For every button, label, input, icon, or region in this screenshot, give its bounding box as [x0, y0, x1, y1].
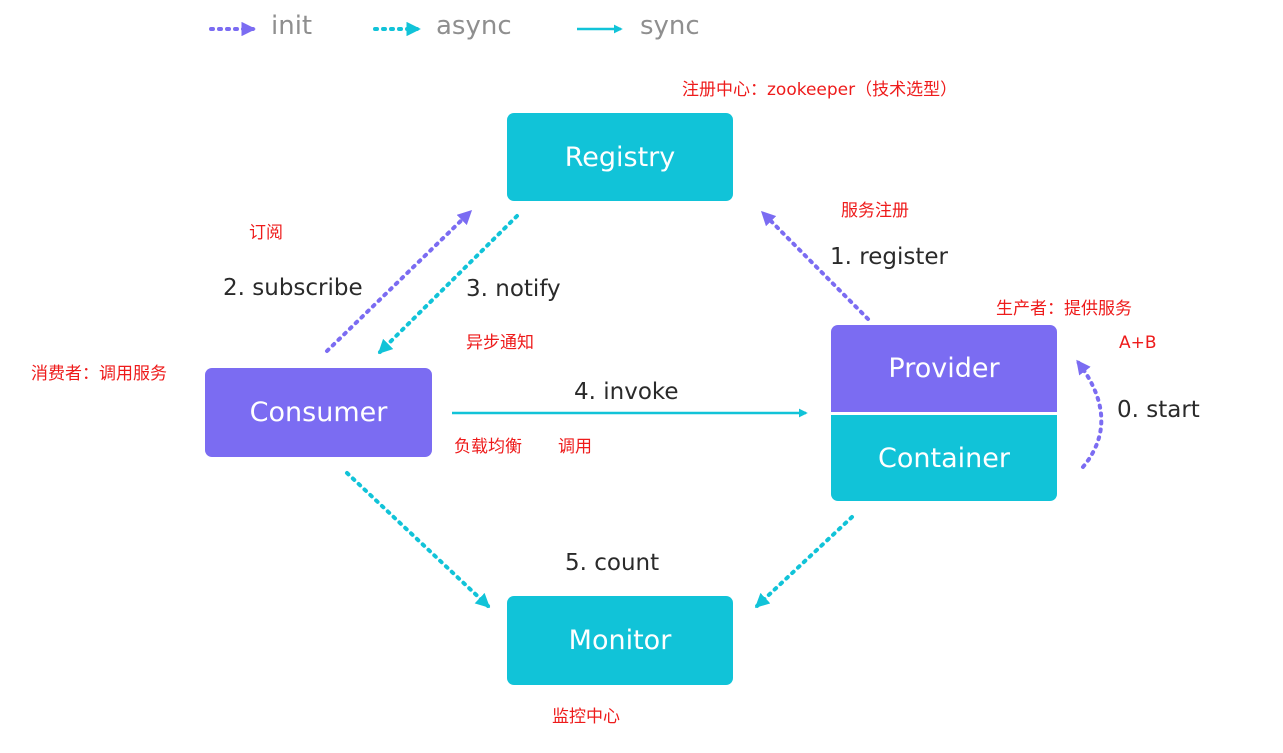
monitor-node: Monitor [507, 596, 733, 685]
step-register-label: 1. register [830, 244, 948, 270]
provider-node: Provider [831, 325, 1057, 412]
arrow-count-provider [754, 515, 854, 608]
step-notify-label: 3. notify [466, 276, 561, 302]
arrow-subscribe [325, 209, 473, 353]
arrow-notify [377, 214, 519, 355]
arrow-count-consumer [345, 471, 491, 608]
annotation-subscribe: 订阅 [249, 223, 283, 243]
legend-async-label: async [436, 11, 512, 41]
legend-sync-label: sync [640, 11, 700, 41]
registry-node: Registry [507, 113, 733, 201]
annotation-a-plus-b: A+B [1119, 333, 1157, 353]
annotation-registry-center: 注册中心：zookeeper（技术选型） [682, 80, 958, 100]
annotation-service-register: 服务注册 [841, 201, 909, 221]
annotation-monitor-center: 监控中心 [552, 707, 620, 727]
container-node: Container [831, 415, 1057, 501]
step-start-label: 0. start [1117, 397, 1200, 423]
annotation-consumer: 消费者：调用服务 [31, 364, 167, 384]
legend-init-label: init [271, 11, 313, 41]
annotation-producer: 生产者：提供服务 [996, 299, 1132, 319]
step-invoke-label: 4. invoke [574, 379, 679, 405]
annotation-load-balance: 负载均衡 [454, 437, 522, 457]
annotation-async-notify: 异步通知 [466, 333, 534, 353]
step-subscribe-label: 2. subscribe [223, 275, 363, 301]
arrow-register [760, 210, 870, 321]
step-count-label: 5. count [565, 550, 660, 576]
annotation-invoke: 调用 [558, 437, 592, 457]
arrow-start [1076, 359, 1104, 469]
consumer-node: Consumer [205, 368, 432, 457]
